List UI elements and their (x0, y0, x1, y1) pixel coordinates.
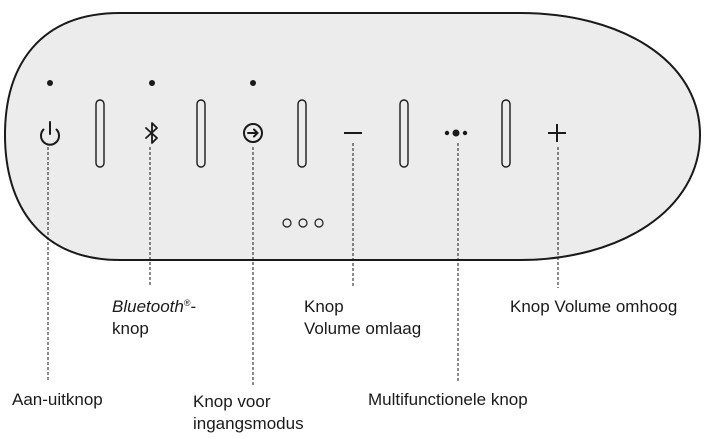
separator-slot (501, 99, 511, 168)
power-label: Aan-uitknop (12, 390, 103, 409)
label-volume-down-button: Knop Volume omlaag (304, 296, 421, 340)
separator-slot (196, 99, 206, 168)
input-led (250, 80, 256, 86)
status-dots (282, 218, 324, 228)
registered-mark: ® (183, 298, 191, 308)
bluetooth-led (149, 80, 155, 86)
plus-icon[interactable] (548, 124, 566, 142)
separator-slot (297, 99, 307, 168)
separator-slot (95, 99, 105, 168)
leader-lines (47, 143, 559, 386)
multifunction-label: Multifunctionele knop (368, 390, 528, 409)
multifunction-dots-icon[interactable] (444, 129, 468, 137)
separator-slots (95, 99, 511, 168)
label-input-mode-button: Knop voor ingangsmodus (193, 391, 304, 435)
separator-slot (399, 99, 409, 168)
bluetooth-icon[interactable] (145, 122, 158, 144)
voldown-label-line1: Knop (304, 297, 344, 316)
label-power-button: Aan-uitknop (12, 389, 103, 411)
input-label-line2: ingangsmodus (193, 414, 304, 433)
label-volume-up-button: Knop Volume omhoog (510, 296, 677, 318)
voldown-label-line2: Volume omlaag (304, 319, 422, 338)
bluetooth-dash: - (190, 297, 197, 316)
label-multifunction-button: Multifunctionele knop (368, 389, 528, 411)
power-led (47, 80, 53, 86)
label-bluetooth-button: Bluetooth®- knop (112, 292, 196, 340)
bluetooth-label-line2: knop (112, 319, 149, 338)
volup-label: Knop Volume omhoog (510, 297, 678, 316)
power-icon[interactable] (40, 121, 60, 146)
speaker-panel (3, 12, 702, 261)
input-mode-icon[interactable] (243, 123, 263, 143)
input-label-line1: Knop voor (193, 392, 271, 411)
bluetooth-word: Bluetooth (112, 297, 184, 316)
